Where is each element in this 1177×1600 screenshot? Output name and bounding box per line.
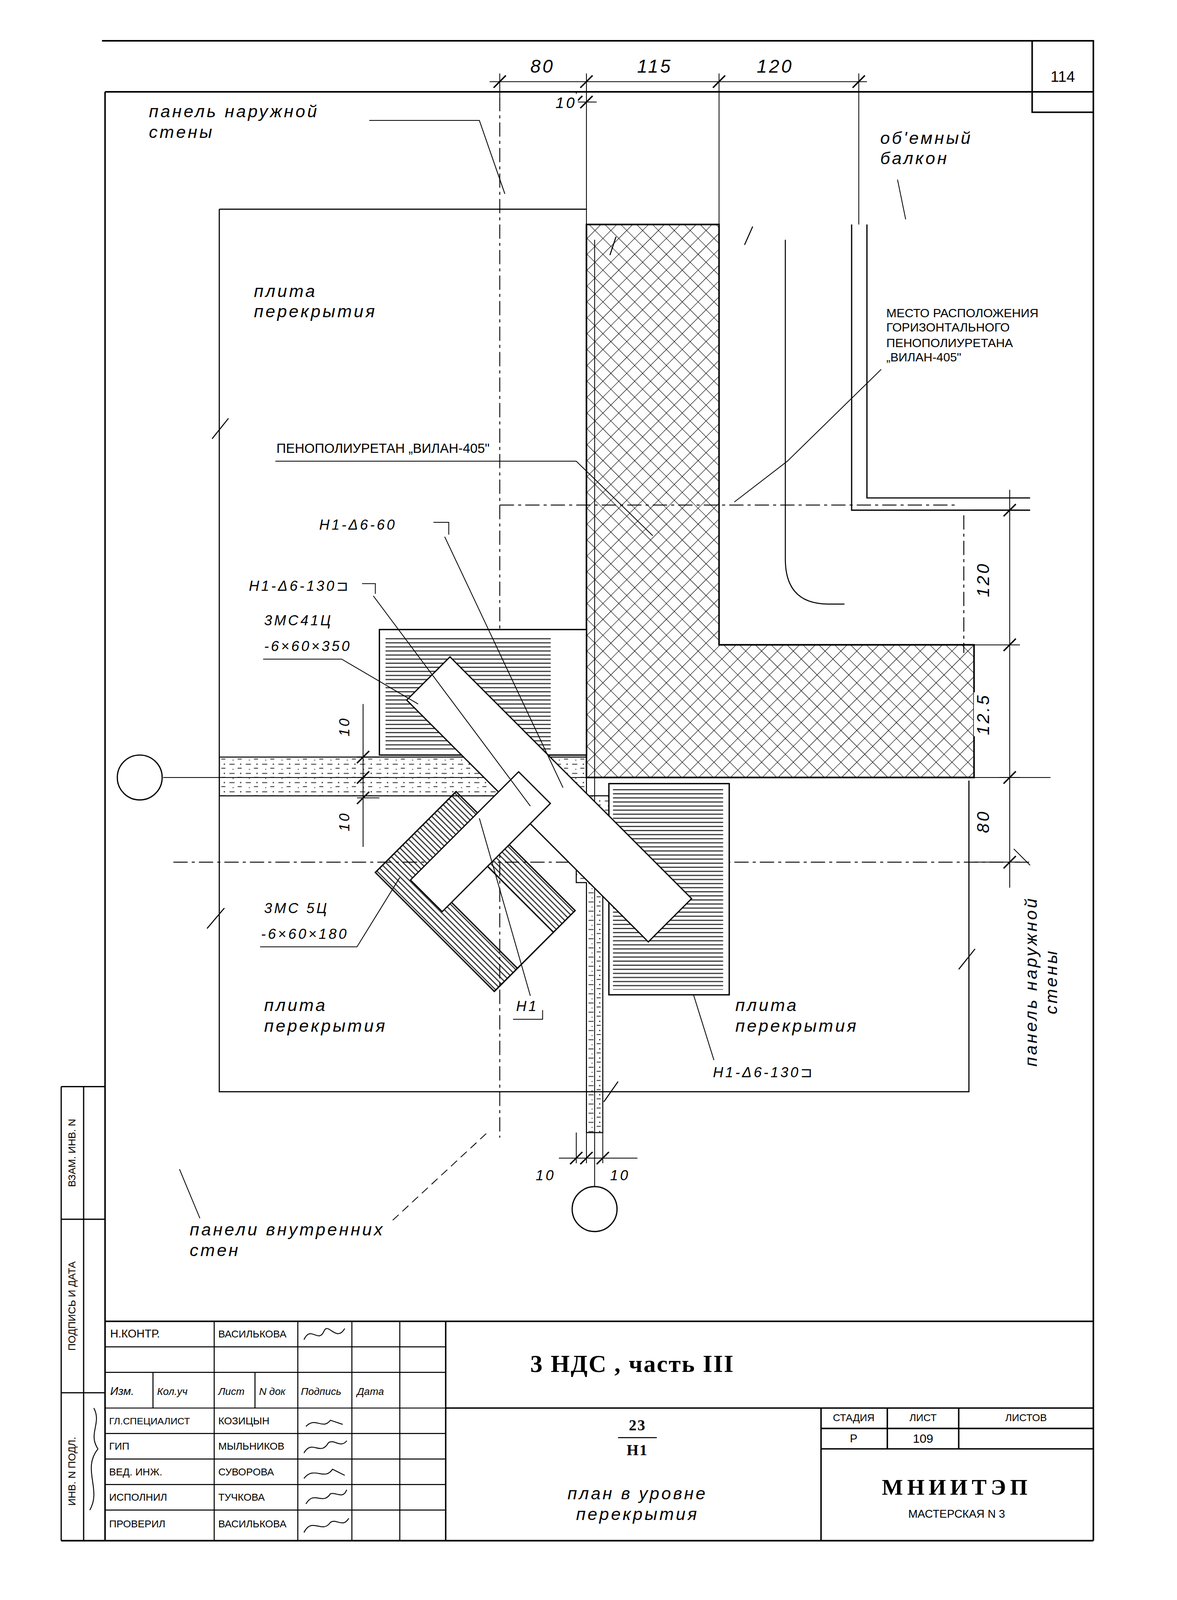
dimension-line	[489, 73, 867, 225]
balcony-outline	[851, 224, 1030, 510]
fraction-bar	[618, 1436, 657, 1438]
title-block-lines	[105, 1320, 1094, 1541]
title-block-cell: ВЕД. ИНЖ.	[108, 1465, 164, 1479]
title-block-cell: ЛИСТОВ	[1004, 1411, 1048, 1424]
title-block-cell: Кол.уч	[156, 1385, 189, 1398]
dimension-tick	[570, 1151, 609, 1164]
connection-plate-outline	[406, 656, 692, 942]
margin-cell: ПОДПИСЬ И ДАТА	[66, 1259, 79, 1352]
part-label: плита перекрытия	[734, 995, 900, 1038]
organization-name: МНИИТЭП	[880, 1473, 1033, 1501]
dimension-tick	[493, 75, 865, 109]
dimension: 12.5	[973, 692, 995, 737]
title-block-cell: Изм.	[108, 1383, 136, 1398]
leader-line	[392, 1130, 490, 1220]
connection-plate	[406, 656, 692, 942]
axis-line	[163, 239, 1051, 1187]
leader-line	[179, 120, 1031, 1218]
part-size: -6×60×350	[263, 637, 353, 655]
dimension: 120	[973, 560, 995, 598]
title-block-cell: КОЗИЦЫН	[217, 1414, 271, 1428]
dimension: 10	[335, 715, 353, 738]
dimension: 10	[534, 1166, 557, 1184]
title-block-cell: Лист	[217, 1385, 246, 1398]
dimension-tick	[1003, 503, 1017, 868]
title-block-cell: 109	[911, 1430, 935, 1446]
dimension: 10	[608, 1166, 632, 1184]
part-label: плита перекрытия	[252, 281, 408, 324]
balcony-line	[785, 239, 845, 604]
part-mark: 3МС41Ц	[263, 612, 335, 630]
callout-label: панели внутренних стен	[188, 1219, 431, 1262]
title-block-cell: МЫЛЬНИКОВ	[217, 1440, 286, 1453]
callout-label: панель наружной стены	[147, 102, 370, 144]
rebar-mark: Н1-Δ6-130⊐	[711, 1063, 816, 1081]
part-label: плита перекрытия	[263, 995, 419, 1038]
sheet-number: 114	[1049, 67, 1077, 86]
part-size: -6×60×180	[260, 925, 350, 943]
title-block-grid	[105, 1320, 446, 1541]
dimension: 10	[554, 93, 578, 113]
rebar-mark: Н1	[515, 997, 540, 1015]
dimension-line	[558, 1131, 638, 1163]
signature	[89, 1327, 349, 1532]
title-block-cell: ГИП	[108, 1440, 131, 1453]
title-block-cell: СУВОРОВА	[217, 1465, 276, 1479]
dimension: 10	[335, 810, 353, 833]
drawing-name: план в уровне перекрытия	[519, 1483, 757, 1526]
dimension: 115	[636, 56, 674, 79]
organization-unit: МАСТЕРСКАЯ N 3	[907, 1506, 1007, 1521]
part-label: панель наружной стены	[1021, 868, 1064, 1095]
margin-cell: ИНВ. N ПОДЛ.	[66, 1435, 79, 1507]
title-block-cell: N док	[257, 1385, 287, 1398]
connection-plate	[410, 771, 551, 912]
dimension: 80	[973, 808, 995, 834]
margin-cell: ВЗАМ. ИНВ. N	[66, 1117, 79, 1188]
title-block-cell: ИСПОЛНИЛ	[108, 1490, 168, 1504]
title-block-cell: ПРОВЕРИЛ	[108, 1517, 167, 1530]
title-block-cell: Н.КОНТР.	[108, 1326, 161, 1341]
dimension-line	[357, 703, 380, 847]
connection-plate-outline	[410, 771, 551, 912]
axis-marker	[572, 1186, 618, 1232]
title-block-cell: ЛИСТ	[908, 1411, 938, 1424]
dimension-tick	[357, 750, 370, 804]
part-mark: 3МС 5Ц	[263, 899, 330, 917]
rebar-mark: Н1-Δ6-60	[318, 516, 398, 534]
rebar-mark: Н1-Δ6-130⊐	[247, 577, 352, 595]
axis-marker	[117, 754, 163, 800]
margin-strip	[61, 1086, 105, 1541]
sheet-title: 3 НДС , часть III	[529, 1348, 736, 1379]
dimension: 80	[529, 56, 557, 79]
title-block-cell: СТАДИЯ	[831, 1411, 876, 1424]
title-block-cell: Подпись	[299, 1385, 342, 1398]
title-block-cell: Р	[848, 1431, 859, 1445]
title-block-cell: ВАСИЛЬКОВА	[217, 1517, 288, 1530]
dimension: 120	[755, 56, 795, 79]
title-block-cell: Дата	[356, 1385, 386, 1398]
sheet-frame	[61, 40, 1094, 1541]
dimension-line	[973, 489, 1020, 888]
sheet-code: 23	[627, 1415, 648, 1434]
callout-label: МЕСТО РАСПОЛОЖЕНИЯ ГОРИЗОНТАЛЬНОГО ПЕНОП…	[885, 306, 1069, 365]
title-block-cell: ГЛ.СПЕЦИАЛИСТ	[108, 1414, 191, 1427]
callout-label: об'емный балкон	[879, 128, 1009, 171]
dash-line	[173, 96, 1030, 1138]
sheet-code: Н1	[625, 1440, 649, 1459]
title-block-cell: ВАСИЛЬКОВА	[217, 1327, 288, 1341]
callout-label: ПЕНОПОЛИУРЕТАН „ВИЛАН-405"	[275, 440, 491, 457]
title-block-cell: ТУЧКОВА	[217, 1490, 267, 1504]
